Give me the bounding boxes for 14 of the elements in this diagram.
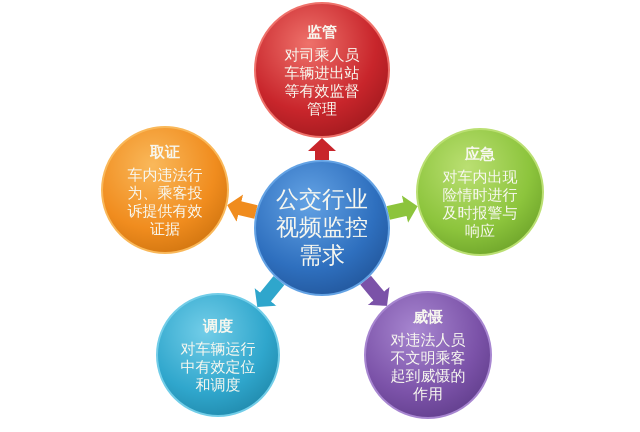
topic-heading: 调度 bbox=[203, 316, 233, 334]
arrow bbox=[226, 194, 258, 222]
arrow bbox=[308, 138, 336, 160]
topic-description: 车内违法行为、乘客投诉提供有效证据 bbox=[126, 166, 204, 238]
arrow bbox=[386, 195, 420, 223]
topic-description: 对违法人员不文明乘客起到威慑的作用 bbox=[390, 330, 466, 402]
topic-description: 对车辆运行中有效定位和调度 bbox=[180, 340, 256, 394]
topic-heading: 应急 bbox=[465, 144, 495, 162]
topic-description: 对司乘人员车辆进出站等有效监督管理 bbox=[284, 46, 360, 118]
topic-heading: 威慑 bbox=[413, 308, 443, 326]
topic-heading: 取证 bbox=[150, 142, 180, 160]
topic-description: 对车内出现险情时进行及时报警与响应 bbox=[442, 168, 518, 240]
hub-title: 公交行业视频监控需求 bbox=[274, 186, 369, 270]
topic-heading: 监管 bbox=[307, 22, 337, 40]
